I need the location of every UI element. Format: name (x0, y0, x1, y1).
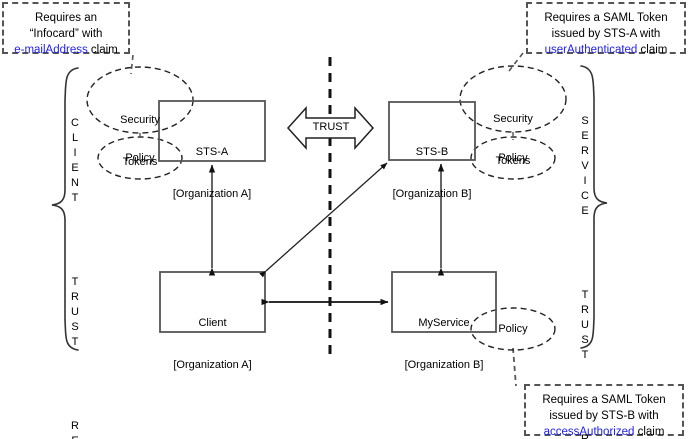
client-security-tokens-label: Security Tokens (90, 85, 190, 197)
client-policy-label: Policy (125, 152, 155, 164)
callout-saml-sts-a-line3: userAuthenticated claim (536, 42, 676, 58)
callout-infocard-line1: Requires an (34, 12, 97, 24)
callout-infocard-line3: e-mailAddress claim (12, 42, 120, 58)
callout-infocard-line3-suffix: claim (87, 44, 118, 56)
callout-saml-sts-a: Requires a SAML Token issued by STS-A wi… (526, 2, 686, 56)
service-policy-ellipse (470, 136, 556, 180)
sts-b-box (388, 101, 476, 161)
callout-saml-sts-a-tail (508, 52, 524, 72)
myservice-policy-ellipse (470, 307, 556, 351)
callout-saml-sts-a-line2: issued by STS-A with (551, 28, 661, 40)
callout-infocard-tail (130, 54, 134, 75)
myservice-policy-label: Policy (498, 323, 528, 335)
sts-a-box (158, 100, 266, 162)
sts-b-title: STS-B (415, 146, 449, 158)
sts-b-org: [Organization B] (392, 188, 472, 200)
client-label: Client [Organization A] (160, 288, 265, 400)
client-security-tokens-ellipse (86, 66, 194, 134)
callout-saml-sts-b-tail (512, 347, 517, 387)
trust-block-arrow (286, 106, 375, 150)
sts-a-label: STS-A [Organization A] (159, 117, 265, 229)
sts-a-title: STS-A (195, 146, 229, 158)
myservice-title: MyService (418, 317, 470, 329)
client-to-sts-b-diagonal-arrow (259, 162, 388, 278)
claim-email-address: e-mailAddress (14, 44, 88, 56)
myservice-org: [Organization B] (404, 359, 484, 371)
myservice-label: MyService [Organization B] (392, 288, 496, 400)
client-realm-word3: REALM (71, 420, 79, 439)
callout-infocard-line2: “Infocard” with (29, 28, 103, 40)
service-security-tokens-line1: Security (493, 113, 533, 125)
callout-saml-sts-b-line2: issued by STS-B with (549, 410, 659, 422)
trust-arrow-label: TRUST (312, 121, 350, 133)
client-security-tokens-line1: Security (120, 114, 160, 126)
callout-saml-sts-a-line1: Requires a SAML Token (544, 12, 668, 24)
service-realm-brace (580, 65, 608, 349)
claim-user-authenticated: userAuthenticated (544, 44, 638, 56)
callout-saml-sts-b-line3: accessAuthorized claim (534, 424, 674, 439)
client-org: [Organization A] (173, 359, 252, 371)
service-security-tokens-line2: Tokens (495, 155, 531, 167)
client-security-tokens-line2: Tokens (122, 156, 158, 168)
callout-saml-sts-b-line3-suffix: claim (634, 426, 665, 438)
callout-saml-sts-b-line1: Requires a SAML Token (542, 394, 666, 406)
claim-access-authorized: accessAuthorized (543, 426, 635, 438)
service-policy-label: Policy (498, 152, 528, 164)
sts-b-label: STS-B [Organization B] (379, 117, 485, 229)
service-realm-word3: REALM (581, 433, 589, 439)
service-security-tokens-ellipse (459, 65, 567, 133)
service-security-tokens-label: Security Tokens (463, 84, 563, 196)
callout-saml-sts-a-line3-suffix: claim (637, 44, 668, 56)
client-title: Client (198, 317, 227, 329)
callout-infocard: Requires an “Infocard” with e-mailAddres… (2, 2, 130, 56)
sts-a-org: [Organization A] (172, 188, 252, 200)
callout-saml-sts-b: Requires a SAML Token issued by STS-B wi… (524, 384, 684, 439)
client-realm-brace (51, 67, 79, 351)
